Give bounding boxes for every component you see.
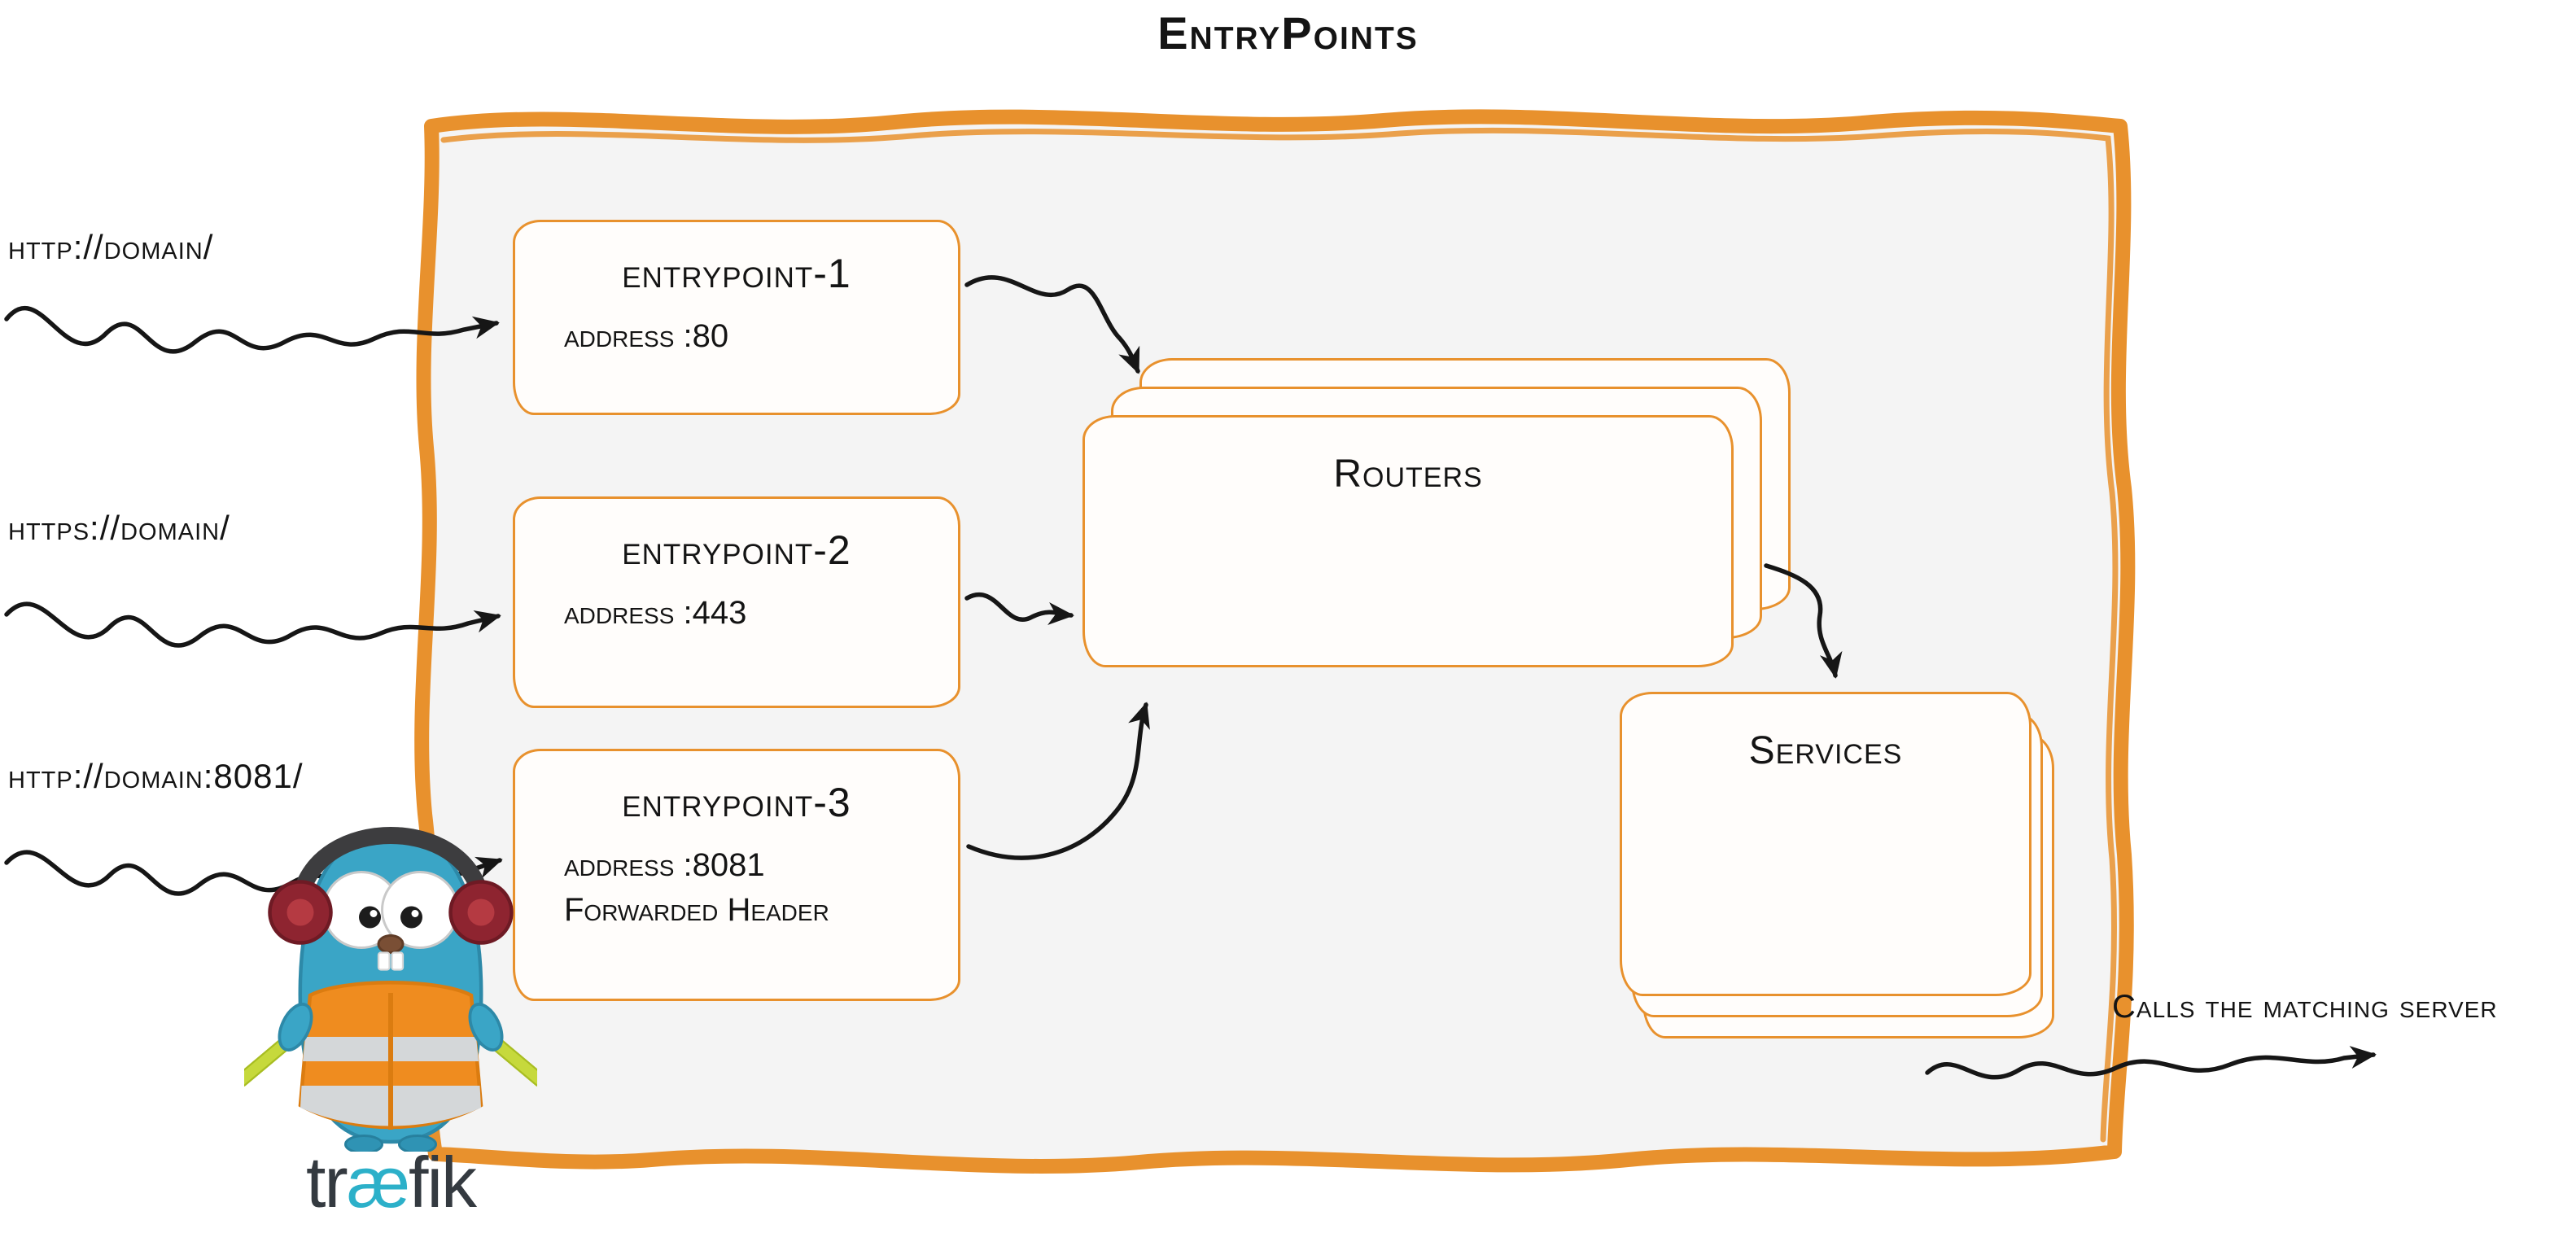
gopher-paw-left: [278, 1003, 313, 1052]
wordmark-suffix: fik: [409, 1142, 477, 1222]
entrypoint-3-box: entrypoint-3 address :8081 Forwarded Hea…: [513, 749, 960, 1001]
output-label: Calls the matching server: [2112, 989, 2498, 1025]
gopher-icon: [234, 827, 547, 1154]
entrypoint-3-name: entrypoint-3: [622, 780, 851, 825]
arrow-entrypoint-3-to-routers: [966, 702, 1150, 860]
entrypoint-1-name: entrypoint-1: [622, 251, 851, 296]
entrypoint-2-name: entrypoint-2: [622, 527, 851, 573]
gopher-pupil-left: [359, 906, 381, 929]
page-title: EntryPoints: [1157, 7, 1419, 59]
input-label-http-8081: http://domain:8081/: [8, 757, 304, 795]
arrow-http-to-entrypoint-1: [4, 305, 500, 354]
headphones-cup-right-inner: [467, 899, 495, 926]
gopher-tooth-left: [377, 951, 391, 971]
arrow-https-to-entrypoint-2: [4, 601, 501, 648]
arrow-output-calls-server: [1925, 1046, 2377, 1080]
entrypoint-3-forwarded-header: Forwarded Header: [564, 892, 829, 928]
entrypoint-2-box: entrypoint-2 address :443: [513, 496, 960, 708]
entrypoint-1-address: address :80: [564, 318, 729, 354]
arrow-entrypoint-2-to-routers: [964, 592, 1074, 625]
wordmark-prefix: tr: [305, 1142, 348, 1222]
traefik-wordmark: træfik: [236, 1141, 545, 1224]
headphones-band: [291, 827, 490, 907]
gopher-pupil-right: [400, 906, 422, 929]
services-box: Services: [1620, 692, 2031, 996]
routers-label: Routers: [1333, 453, 1483, 496]
entrypoint-3-address: address :8081: [564, 847, 765, 883]
entrypoint-2-address: address :443: [564, 595, 747, 631]
entrypoint-1-box: entrypoint-1 address :80: [513, 220, 960, 415]
gopher-tooth-right: [391, 951, 405, 971]
gopher-eye-glint-right: [411, 910, 419, 917]
gopher-paw-right: [468, 1003, 504, 1052]
gopher-eye-glint-left: [370, 910, 378, 917]
arrow-entrypoint-1-to-routers: [964, 275, 1140, 374]
input-label-http: http://domain/: [8, 228, 214, 266]
headphones-cup-left-inner: [286, 899, 314, 926]
services-label: Services: [1748, 729, 1903, 772]
wordmark-ae: æ: [346, 1142, 410, 1222]
traefik-gopher-mascot: [234, 798, 547, 1154]
gopher-nose: [377, 934, 405, 954]
routers-box: Routers: [1082, 415, 1734, 667]
input-label-https: https://domain/: [8, 509, 230, 547]
